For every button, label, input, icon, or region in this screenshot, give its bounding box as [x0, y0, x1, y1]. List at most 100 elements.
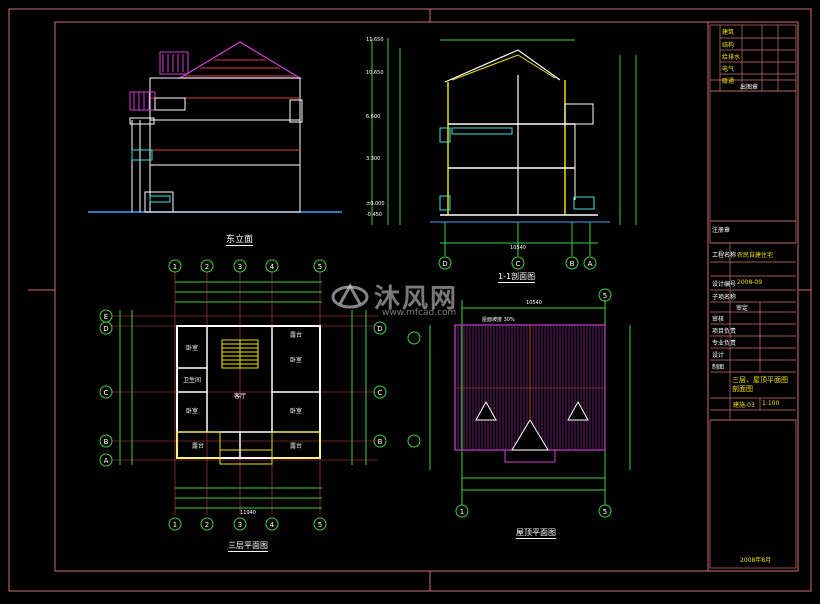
section-axis-label-B: B: [570, 260, 575, 268]
plan-terrace-left: [176, 431, 221, 459]
plan-axis-left-A: A: [104, 457, 109, 465]
tb-role-2: 审核: [712, 316, 725, 323]
plan-room-6: 卧室: [290, 407, 302, 415]
east-elevation: [88, 41, 342, 213]
section-axis-label-D: D: [442, 260, 447, 268]
plan-total-width: 11940: [240, 510, 256, 516]
section-level-2: 10.650: [366, 70, 384, 76]
roof-dormer-left: [475, 400, 497, 421]
roof-axis-1-bottom: 1: [460, 508, 464, 516]
tb-date: 2008年8月: [740, 557, 772, 564]
tb-role-6: 制图: [712, 364, 725, 371]
tb-design-no: 2008-09: [737, 279, 763, 286]
tb-role-5: 设计: [712, 352, 725, 359]
roof-axis-bubble-1-bottom: [455, 504, 469, 518]
plan-axis-right-B: B: [378, 438, 383, 446]
roof-axis-5-bottom: 5: [603, 508, 607, 516]
tb-drawing-title: 三层、屋顶平面图 剖面图: [732, 376, 788, 393]
plan-axis-right-C: C: [378, 389, 383, 397]
tb-signoff-2: 结构: [722, 42, 735, 49]
plan-axis-top-2: 2: [205, 263, 209, 271]
roof-axis-bubble-left-1: [407, 331, 421, 345]
tb-signoff-1: 建筑: [722, 29, 735, 36]
plan-room-9: 露台: [290, 331, 302, 339]
watermark: 沐风网 www.mfcad.com: [330, 278, 490, 322]
elevation-balcony-right: [289, 99, 303, 123]
section-level-6: -0.450: [366, 212, 382, 218]
plan-axis-bottom-1: 1: [173, 521, 177, 529]
plan-axis-bubble-left-D: [99, 321, 113, 335]
tb-stamp-label: 出图章: [740, 84, 759, 91]
roof-hatch: [457, 326, 603, 449]
elevation-dormer-roof: [159, 51, 189, 75]
section-level-1: 11.650: [366, 37, 384, 43]
plan-axis-bubble-top-5: [313, 259, 327, 273]
tb-design-no-label: 设计编号: [712, 281, 737, 288]
plan-axis-bubble-bottom-4: [265, 517, 279, 531]
section-axis-bubble-D: [438, 256, 452, 270]
plan-axis-bubble-left-B: [99, 434, 113, 448]
plan-axis-top-1: 1: [173, 263, 177, 271]
plan-room-3: 卧室: [290, 356, 302, 364]
section-axis-bubble-A: [583, 256, 597, 270]
plan-axis-bottom-5: 5: [318, 521, 322, 529]
elevation-main-body: [149, 77, 301, 213]
tb-signoff-5: 暖通: [722, 78, 735, 85]
plan-axis-bubble-left-C: [99, 385, 113, 399]
roof-entry-projection: [504, 450, 556, 463]
plan-room-5: 卧室: [186, 407, 198, 415]
section-rail-mid: [451, 127, 513, 135]
plan-axis-bubble-bottom-3: [233, 517, 247, 531]
elevation-porch-rail: [131, 149, 153, 161]
plan-room-4: 客厅: [234, 392, 246, 400]
tb-signoff-4: 电气: [722, 66, 735, 73]
elevation-balcony-mid: [154, 97, 186, 111]
section-level-4: 3.300: [366, 156, 380, 162]
section-1-1: D C B A 11.650 10.650 6.600 3.300 ±0.000…: [366, 37, 637, 270]
section-rail-left-3: [439, 127, 451, 143]
plan-axis-left-B: B: [104, 438, 109, 446]
section-axis-bubble-C: [511, 256, 525, 270]
plan-room-1: 卧室: [186, 344, 198, 352]
outer-frame: [8, 8, 812, 592]
roof-slope-note: 屋面坡度 30%: [482, 316, 515, 323]
section-axis-label-C: C: [516, 260, 521, 268]
tb-item-label: 子项名称: [712, 294, 737, 301]
roof-dormer-right: [567, 400, 589, 421]
watermark-logo-icon: [331, 282, 369, 309]
plan-axis-top-3: 3: [238, 263, 242, 271]
roof-axis-5-top: 5: [603, 292, 607, 300]
plan-axis-bubble-bottom-2: [200, 517, 214, 531]
tb-role-4: 专业负责: [712, 340, 737, 347]
section-level-3: 6.600: [366, 114, 380, 120]
plan-axis-bottom-4: 4: [270, 521, 275, 529]
tb-scale: 1:100: [762, 400, 780, 407]
section-balcony-right: [564, 103, 594, 125]
roof-plan-title: 屋顶平面图: [516, 528, 556, 539]
tb-role-1: 审定: [736, 305, 749, 312]
plan-terrace-right: [271, 431, 321, 459]
floor-plan-3: 1 2 3 4 5 1 2 3 4 5 E D C B A: [99, 259, 387, 531]
section-total-width: 10540: [510, 245, 526, 251]
elevation-steps: [144, 191, 174, 213]
watermark-text: 沐风网: [374, 284, 459, 314]
roof-front-gable: [511, 419, 549, 451]
tb-project-value: 农民自建住宅: [737, 252, 774, 259]
section-rail-left-1: [439, 195, 451, 211]
inner-frame: [54, 21, 799, 572]
plan-axis-top-4: 4: [270, 263, 275, 271]
plan-axis-bubble-top-3: [233, 259, 247, 273]
roof-plan: 5 5 1 10540 屋面坡度 30%: [407, 288, 631, 518]
plan-axis-bubble-top-2: [200, 259, 214, 273]
tb-seal-label: 注册章: [712, 227, 731, 234]
section-roof-left: [444, 49, 561, 83]
plan-axis-bottom-2: 2: [205, 521, 209, 529]
plan-axis-bubble-right-C: [373, 385, 387, 399]
floor-plan-3-title: 三层平面图: [228, 541, 268, 552]
section-1-1-title: 1-1剖面图: [498, 272, 536, 283]
tb-date-box: [709, 419, 797, 569]
tb-drawing-no: 建施-03: [733, 402, 755, 409]
east-elevation-title: 东立面: [226, 232, 254, 246]
